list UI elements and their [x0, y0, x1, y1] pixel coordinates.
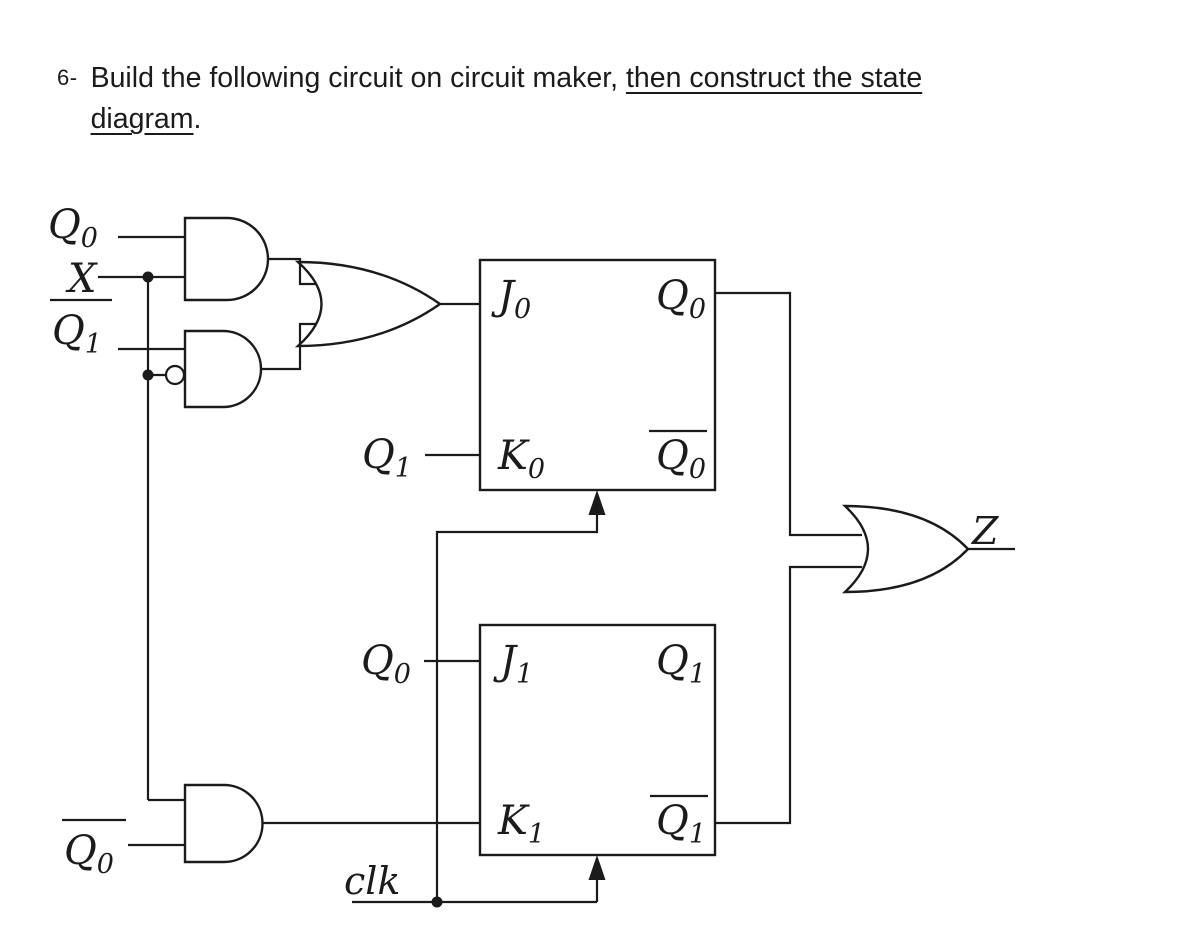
net-label-q1-to-k0: Q1 [362, 432, 412, 484]
question-line2-period: . [193, 103, 202, 136]
ff0-pin-q0: Q0 [656, 273, 706, 325]
question-number: 6- [57, 65, 78, 90]
junction-dot-x-lower [142, 369, 154, 381]
wire-q1barout-to-orz [715, 565, 862, 825]
and-gate-bottom [183, 783, 264, 864]
or-gate-j0 [294, 260, 443, 348]
input-label-q1-bar: Q1 [52, 308, 102, 360]
question-line2-underlined: diagram [90, 103, 194, 136]
junction-dot-clk [431, 896, 443, 908]
and-gate-top [183, 216, 270, 302]
junction-dot-x-upper [142, 271, 154, 283]
and-gate-middle [183, 329, 263, 409]
question-body: Build the following circuit on circuit m… [91, 58, 923, 141]
jk-flipflop-0-box [478, 258, 717, 492]
clock-label: clk [344, 859, 400, 903]
net-label-q0-to-j1: Q0 [361, 638, 411, 690]
question-line1: Build the following circuit on circuit m… [90, 62, 626, 94]
question-text: 6- Build the following circuit on circui… [57, 58, 922, 141]
wire-q0out-to-orz [715, 291, 862, 537]
input-label-x: X [65, 256, 98, 302]
wire-clk-branch-ff0 [435, 512, 599, 902]
ff1-pin-q1: Q1 [656, 638, 706, 690]
jk-flipflop-1-box [478, 623, 717, 857]
ff0-pin-q0-bar: Q0 [656, 433, 706, 485]
input-label-q0: Q0 [48, 202, 98, 254]
clock-arrow-ff1 [588, 855, 606, 880]
question-line1-underlined: then construct the state [625, 62, 923, 94]
output-label-z: Z [971, 509, 999, 553]
ff1-pin-q1-bar: Q1 [656, 798, 706, 850]
inverter-bubble [164, 364, 186, 386]
or-gate-output-z [841, 504, 970, 594]
clock-arrow-ff0 [588, 490, 606, 515]
input-label-q0-bar: Q0 [64, 828, 114, 880]
ff0-pin-k0: K0 [497, 433, 545, 485]
wires [98, 235, 1015, 904]
ff1-pin-k1: K1 [497, 798, 545, 850]
